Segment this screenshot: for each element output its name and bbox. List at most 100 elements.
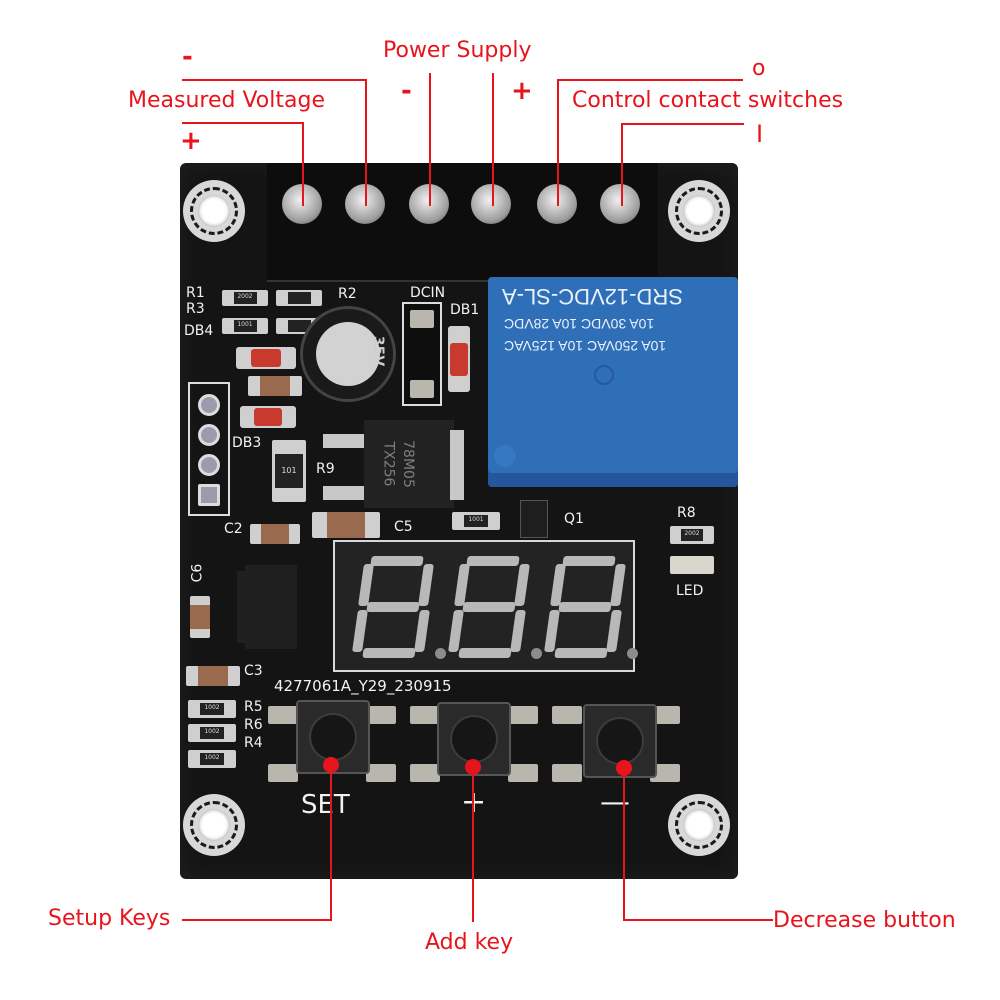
leader-measured-minus-v [365, 79, 367, 206]
silk-c5: C5 [394, 519, 413, 535]
leader-power-minus [429, 73, 431, 206]
regulator-marking-2: TX256 [380, 441, 397, 487]
transistor-q1 [520, 500, 548, 538]
set-button-pad [268, 706, 298, 724]
resistor-r2 [276, 290, 322, 306]
segment-c [606, 610, 622, 652]
relay-rating-ac: 10A 250VAC 10A 125VAC [504, 338, 667, 354]
add-button-pad [410, 764, 440, 782]
regulator-heat-tab [450, 430, 464, 500]
leader-power-plus [492, 73, 494, 206]
mounting-hole-top-right [668, 180, 730, 242]
measured-voltage-plus-symbol: + [180, 126, 202, 156]
relay-model: SRD-12VDC-SL-A [502, 284, 683, 309]
mounting-hole-bottom-right [668, 794, 730, 856]
silk-r8: R8 [677, 505, 696, 521]
mounting-hole-bottom-left [183, 794, 245, 856]
segment-e [352, 610, 368, 652]
electrolytic-capacitor: 35V [300, 306, 396, 402]
segment-g [366, 602, 420, 612]
display-digit-2 [448, 556, 542, 659]
decimal-point [435, 648, 446, 659]
resistor-r5: 1002 [188, 700, 236, 718]
relay-dimple [594, 365, 614, 385]
segment-c [414, 610, 430, 652]
add-button-cap[interactable] [452, 717, 496, 761]
decimal-point [531, 648, 542, 659]
silk-q1: Q1 [564, 511, 584, 527]
resistor-r3: 1001 [222, 318, 268, 334]
terminal-screw-power-plus[interactable] [471, 184, 511, 224]
add-button-pad [508, 764, 538, 782]
contact-closed-symbol: I [756, 120, 764, 148]
segment-f [550, 564, 566, 606]
header-pin-2[interactable] [198, 424, 220, 446]
decrease-button-pad [650, 706, 680, 724]
power-supply-plus-symbol: + [511, 76, 533, 106]
segment-f [358, 564, 374, 606]
leader-setup-h [182, 919, 332, 921]
pin-header [188, 382, 230, 516]
status-led [670, 556, 714, 574]
set-button-pad [366, 706, 396, 724]
resistor-r4: 1002 [188, 750, 236, 768]
segment-a [466, 556, 520, 566]
diode-db1 [448, 326, 470, 392]
capacitor-small-1 [248, 376, 302, 396]
contact-open-symbol: o [752, 56, 766, 81]
segment-b [514, 564, 530, 606]
segment-f [454, 564, 470, 606]
silk-c6: C6 [189, 563, 206, 583]
screw-terminal-block [267, 163, 658, 282]
header-pin-3[interactable] [198, 454, 220, 476]
segment-a [370, 556, 424, 566]
segment-g [462, 602, 516, 612]
leader-setup-v [330, 765, 332, 920]
silk-r3: R3 [186, 301, 205, 317]
decrease-button-pad [552, 764, 582, 782]
segment-a [562, 556, 616, 566]
regulator-marking-1: 78M05 [399, 440, 416, 488]
decrease-button-label: Decrease button [773, 908, 956, 933]
capacitor-c5 [312, 512, 380, 538]
set-button-cap[interactable] [311, 715, 355, 759]
regulator-tab-bottom [323, 486, 365, 500]
silk-r2: R2 [338, 286, 357, 302]
seven-segment-display [333, 540, 638, 672]
leader-contact-closed-h [622, 123, 744, 125]
silk-db3: DB3 [232, 435, 262, 451]
silk-r4: R4 [244, 735, 263, 751]
relay: SRD-12VDC-SL-A 10A 30VDC 10A 28VDC 10A 2… [488, 277, 738, 487]
measured-voltage-label: Measured Voltage [128, 88, 325, 113]
segment-b [610, 564, 626, 606]
capacitor-c2 [250, 524, 300, 544]
silk-c3: C3 [244, 663, 263, 679]
setup-keys-label: Setup Keys [48, 906, 171, 931]
silk-minus: — [600, 785, 630, 820]
control-contact-switches-label: Control contact switches [572, 88, 844, 113]
header-pin-4[interactable] [198, 484, 220, 506]
diode-db4 [236, 347, 296, 369]
voltage-regulator: 78M05 TX256 [364, 420, 454, 508]
resistor-r9: 101 [272, 440, 306, 502]
header-pin-1[interactable] [198, 394, 220, 416]
regulator-tab-top [323, 434, 365, 448]
segment-d [554, 648, 608, 658]
dcin-diode [402, 302, 442, 406]
segment-c [510, 610, 526, 652]
capacitor-c3 [186, 666, 240, 686]
relay-rating-dc: 10A 30VDC 10A 28VDC [504, 316, 655, 332]
leader-decrease-h [623, 919, 773, 921]
silk-db1: DB1 [450, 302, 480, 318]
resistor-near-q1: 1001 [452, 512, 500, 530]
decrease-button-cap[interactable] [598, 719, 642, 763]
terminal-screw-contact-closed[interactable] [600, 184, 640, 224]
silk-db4: DB4 [184, 323, 214, 339]
segment-e [448, 610, 464, 652]
diode-db3 [240, 406, 296, 428]
segment-g [558, 602, 612, 612]
silk-r9: R9 [316, 461, 335, 477]
set-button-pad [366, 764, 396, 782]
power-supply-label: Power Supply [383, 38, 532, 63]
silk-r1: R1 [186, 285, 205, 301]
